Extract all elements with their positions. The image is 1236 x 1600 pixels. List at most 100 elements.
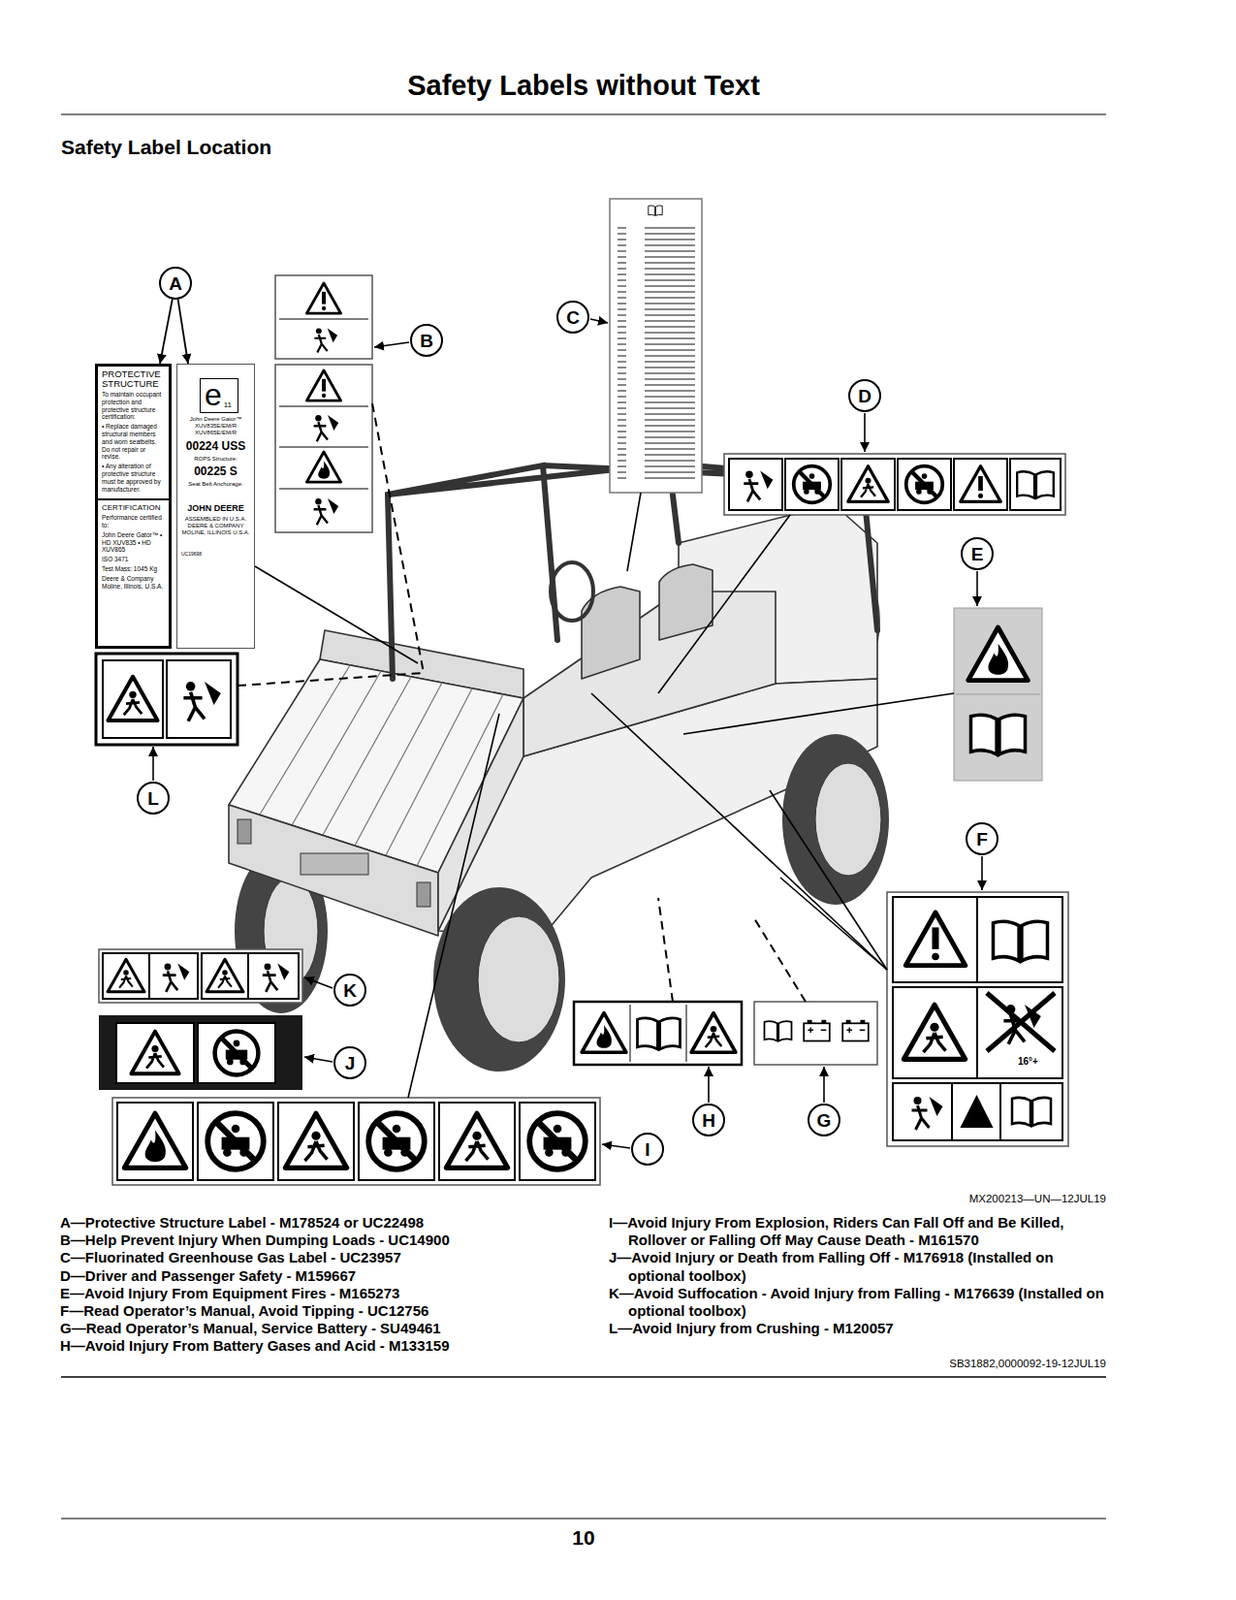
label-b-part <box>306 370 341 401</box>
utv-illustration-part <box>477 916 560 1043</box>
label-k-part <box>149 952 198 999</box>
label-d-part <box>906 466 944 504</box>
key-entry: J—Avoid Injury or Death from Falling Off… <box>608 1248 1107 1284</box>
callout-circle: J <box>333 1045 367 1079</box>
callout-circle: A <box>158 266 192 300</box>
leader-lines-part <box>152 746 155 781</box>
label-b-part <box>279 488 369 490</box>
label-l-part <box>102 660 163 738</box>
utv-illustration-part <box>300 853 369 875</box>
leader-lines-part <box>602 1143 631 1148</box>
label-i-part <box>207 1112 264 1170</box>
label-d-part <box>724 453 1066 515</box>
label-e-part <box>971 714 1026 755</box>
page-rules-part <box>61 113 1107 115</box>
label-g <box>754 1001 878 1065</box>
label-b-part <box>279 406 369 408</box>
label-text: 00225 S <box>181 464 251 478</box>
angle-value: 16°+ <box>1017 1055 1039 1067</box>
label-d-part <box>960 466 1001 503</box>
label-text: John Deere Gator™ XUV835E/EM/R XUV865E/E… <box>181 415 251 438</box>
key-entry: L—Avoid Injury from Crushing - M120057 <box>608 1319 1107 1337</box>
callout-circle: C <box>556 300 590 334</box>
leader-lines-part <box>237 672 424 686</box>
label-c-part <box>617 224 696 479</box>
key-column: I—Avoid Injury From Explosion, Riders Ca… <box>608 1213 1107 1337</box>
label-j-part <box>116 1022 194 1083</box>
callout-circle: B <box>410 323 444 357</box>
label-k-part <box>98 949 303 1003</box>
label-i-part <box>285 1112 347 1168</box>
utv-illustration-part <box>387 463 878 679</box>
label-d-part <box>785 458 839 510</box>
page-rules <box>61 114 1107 1519</box>
key-entry: H—Avoid Injury From Battery Gases and Ac… <box>60 1336 574 1355</box>
page-title: Safety Labels without Text <box>61 69 1107 102</box>
callout-letter: G <box>817 1110 832 1130</box>
leader-lines-part <box>408 713 500 1098</box>
callout-letter: B <box>419 331 434 350</box>
label-b-part <box>279 446 369 448</box>
callout-letter: H <box>701 1110 716 1130</box>
label-j-part <box>98 1014 303 1090</box>
label-i-part <box>519 1102 596 1180</box>
label-text: 11 <box>223 400 232 413</box>
label-j-part <box>130 1031 179 1075</box>
page-rules-part <box>61 1517 1107 1519</box>
label-c <box>609 198 702 493</box>
label-l-part <box>95 653 238 745</box>
label-g-part <box>842 1019 869 1042</box>
label-text: John Deere Gator™ • HD XUV835 • HD XUV86… <box>101 531 165 554</box>
callout-circle: K <box>333 973 367 1007</box>
label-e-part <box>955 694 1041 696</box>
label-text: ROPS Structure: <box>181 455 251 463</box>
label-b-part <box>314 327 338 352</box>
label-k-part <box>248 952 299 999</box>
key-entry: F—Read Operator’s Manual, Avoid Tipping … <box>60 1301 574 1320</box>
certification-label: e11John Deere Gator™ XUV835E/EM/R XUV865… <box>176 363 255 649</box>
label-i-part <box>117 1102 193 1180</box>
leader-lines-part <box>823 1066 825 1103</box>
callout-letter: E <box>971 544 984 564</box>
label-f-part <box>976 896 979 983</box>
label-h-part <box>691 1013 736 1053</box>
label-d-part <box>793 466 831 504</box>
callout-circle: F <box>965 822 999 856</box>
label-i-part <box>197 1102 274 1180</box>
leader-lines-part <box>254 566 418 664</box>
label-f-part <box>892 896 1063 983</box>
label-i-part <box>358 1102 435 1180</box>
leader-lines-part <box>658 514 791 694</box>
leader-lines-part <box>976 570 979 606</box>
label-i-part <box>529 1112 586 1170</box>
label-k-part <box>102 952 150 999</box>
utv-illustration-part <box>782 733 889 905</box>
utv-illustration-part <box>228 804 439 936</box>
document-reference: SB31882,0000092-19-12JUL19 <box>718 1357 1107 1369</box>
key-entry: K—Avoid Suffocation - Avoid Injury from … <box>608 1284 1107 1320</box>
label-e-part <box>953 607 1043 781</box>
callout-letter: F <box>976 829 988 849</box>
callout-letter: L <box>147 789 159 808</box>
callout-circle: L <box>136 781 170 815</box>
label-text: To maintain occupant protection and prot… <box>101 390 165 421</box>
label-text: Seat Belt Anchorage: <box>181 480 251 488</box>
label-f-part <box>903 1004 965 1059</box>
utv-illustration-part <box>416 882 431 907</box>
label-l-part <box>183 681 221 722</box>
label-k-part <box>162 963 191 992</box>
callout-circle: I <box>631 1132 665 1166</box>
callout-circle: G <box>807 1103 841 1137</box>
label-i <box>112 1097 601 1185</box>
label-k-part <box>206 958 244 992</box>
leader-lines-part <box>769 790 888 970</box>
label-f-part <box>892 1082 1063 1141</box>
leader-lines-part <box>780 877 888 970</box>
leader-lines-part <box>981 855 983 890</box>
utv-illustration-part <box>815 762 882 876</box>
label-text: 00224 USS <box>181 439 251 453</box>
key-entry: B—Help Prevent Injury When Dumping Loads… <box>60 1231 574 1249</box>
label-d-part <box>728 458 783 510</box>
label-d-part <box>953 458 1008 510</box>
